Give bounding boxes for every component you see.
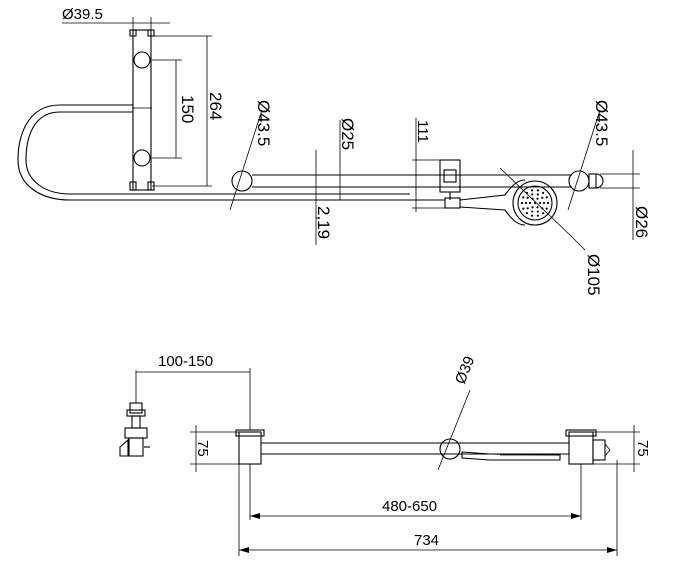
spray-nozzle [531,189,534,192]
dim-label-2-19: 2,19 [314,206,333,239]
spray-nozzle [536,193,539,196]
spray-nozzle [541,196,544,199]
slider-holder [439,159,461,209]
spray-nozzle [528,201,532,205]
dim-43-5-right: Ø43.5 [567,100,611,211]
dim-43-5-left: Ø43.5 [229,100,273,211]
spray-nozzle [536,206,539,209]
dim-734: 734 [238,460,618,556]
dim-2-19: 2,19 [305,150,333,245]
spray-nozzle [545,196,548,199]
dim-label-43-5-left: Ø43.5 [254,100,273,146]
spray-nozzle [542,201,546,205]
dim-75-right: 75 [593,425,651,472]
dim-label-480-650: 480-650 [382,498,437,515]
dim-150: 150 [152,59,197,159]
spray-nozzle [531,206,534,209]
mixer-body [129,29,155,191]
dim-25: Ø25 [320,118,357,200]
spray-nozzle [522,207,525,210]
spray-nozzle [545,207,548,210]
dim-label-39-5: Ø39.5 [62,6,103,23]
spray-nozzle [520,201,524,205]
spray-nozzle [522,196,525,199]
dim-26: Ø26 [600,150,651,240]
spray-nozzle [536,189,539,192]
spray-nozzle [538,201,542,205]
spray-nozzle [531,193,534,196]
spray-nozzle [536,210,539,213]
dim-111: 111 [412,118,445,212]
dim-105: Ø105 [499,167,603,296]
dim-264: 264 [152,35,225,187]
spray-nozzle [542,212,545,215]
dim-label-26: Ø26 [632,206,651,238]
dim-label-100-150: 100-150 [158,353,213,370]
top-view: Ø39.5 150 264 Ø43.5 Ø25 [17,6,651,296]
dim-label-150: 150 [178,95,197,123]
spray-nozzle [526,207,529,210]
rail-front [235,429,611,465]
dim-label-111: 111 [414,120,431,143]
slide-rail [231,170,604,192]
spray-nozzle [536,214,539,217]
spray-nozzle [526,196,529,199]
slider-front [439,438,561,461]
spray-nozzle [531,214,534,217]
mixer-side [119,370,150,457]
dim-100-150: 100-150 [136,353,251,430]
hand-shower [459,179,558,226]
dim-label-75-left: 75 [194,440,211,457]
spray-holes [520,189,550,217]
dim-75-left: 75 [190,425,240,472]
dim-label-75-right: 75 [634,440,651,457]
dim-label-39: Ø39 [452,354,478,387]
spray-nozzle [546,201,550,205]
spray-nozzle [525,212,528,215]
spray-nozzle [531,210,534,213]
dim-label-43-5-right: Ø43.5 [592,100,611,146]
shower-hose [17,104,445,201]
dim-label-264: 264 [206,92,225,120]
dim-label-25: Ø25 [338,118,357,150]
spray-nozzle [536,197,539,200]
dim-label-734: 734 [414,532,439,549]
spray-nozzle [542,191,545,194]
dim-39-5: Ø39.5 [62,6,170,30]
dim-480-650: 480-650 [249,464,582,520]
dim-label-105: Ø105 [584,254,603,296]
spray-nozzle [524,201,528,205]
front-view: 100-150 Ø39 [119,353,651,556]
